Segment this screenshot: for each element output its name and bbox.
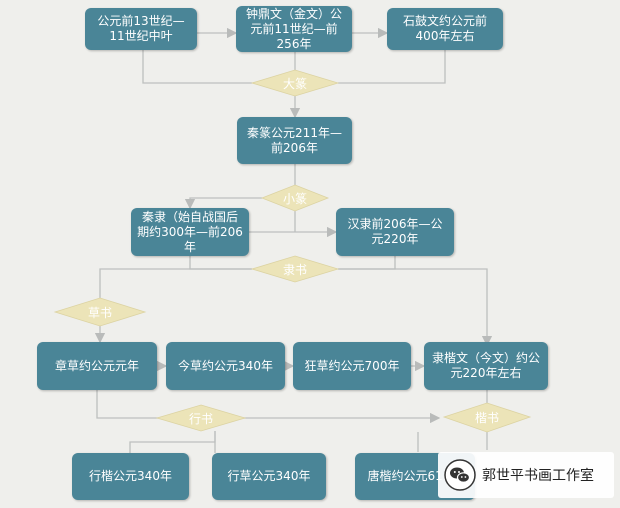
diamond-lishu <box>250 255 340 283</box>
watermark-text: 郭世平书画工作室 <box>482 468 594 484</box>
wechat-icon <box>444 459 476 491</box>
node-jincao: 今草约公元340年 <box>166 342 285 390</box>
node-shigu: 石鼓文约公元前400年左右 <box>387 8 503 50</box>
diamond-xiaozhuan <box>260 184 330 212</box>
node-hanli: 汉隶前206年—公元220年 <box>336 208 454 256</box>
node-shang: 公元前13世纪—11世纪中叶 <box>85 8 197 50</box>
node-zhangcao: 章草约公元元年 <box>37 342 157 390</box>
watermark: 郭世平书画工作室 <box>438 452 614 498</box>
diamond-xingshu <box>155 404 247 432</box>
node-xingcao: 行草公元340年 <box>212 453 326 500</box>
diamond-dazhuan <box>250 69 340 97</box>
node-lijie: 隶楷文（今文）约公元220年左右 <box>424 342 548 390</box>
diamond-kaishu <box>442 402 532 433</box>
node-xingkai: 行楷公元340年 <box>72 453 189 500</box>
node-qinzhuan: 秦篆公元211年—前206年 <box>237 117 352 164</box>
node-kuangcao: 狂草约公元700年 <box>293 342 411 390</box>
node-qinli: 秦隶（始自战国后期约300年—前206年 <box>131 208 249 256</box>
node-jinwen: 钟鼎文（金文）公元前11世纪—前256年 <box>236 6 352 52</box>
diamond-caoshu <box>53 297 147 327</box>
